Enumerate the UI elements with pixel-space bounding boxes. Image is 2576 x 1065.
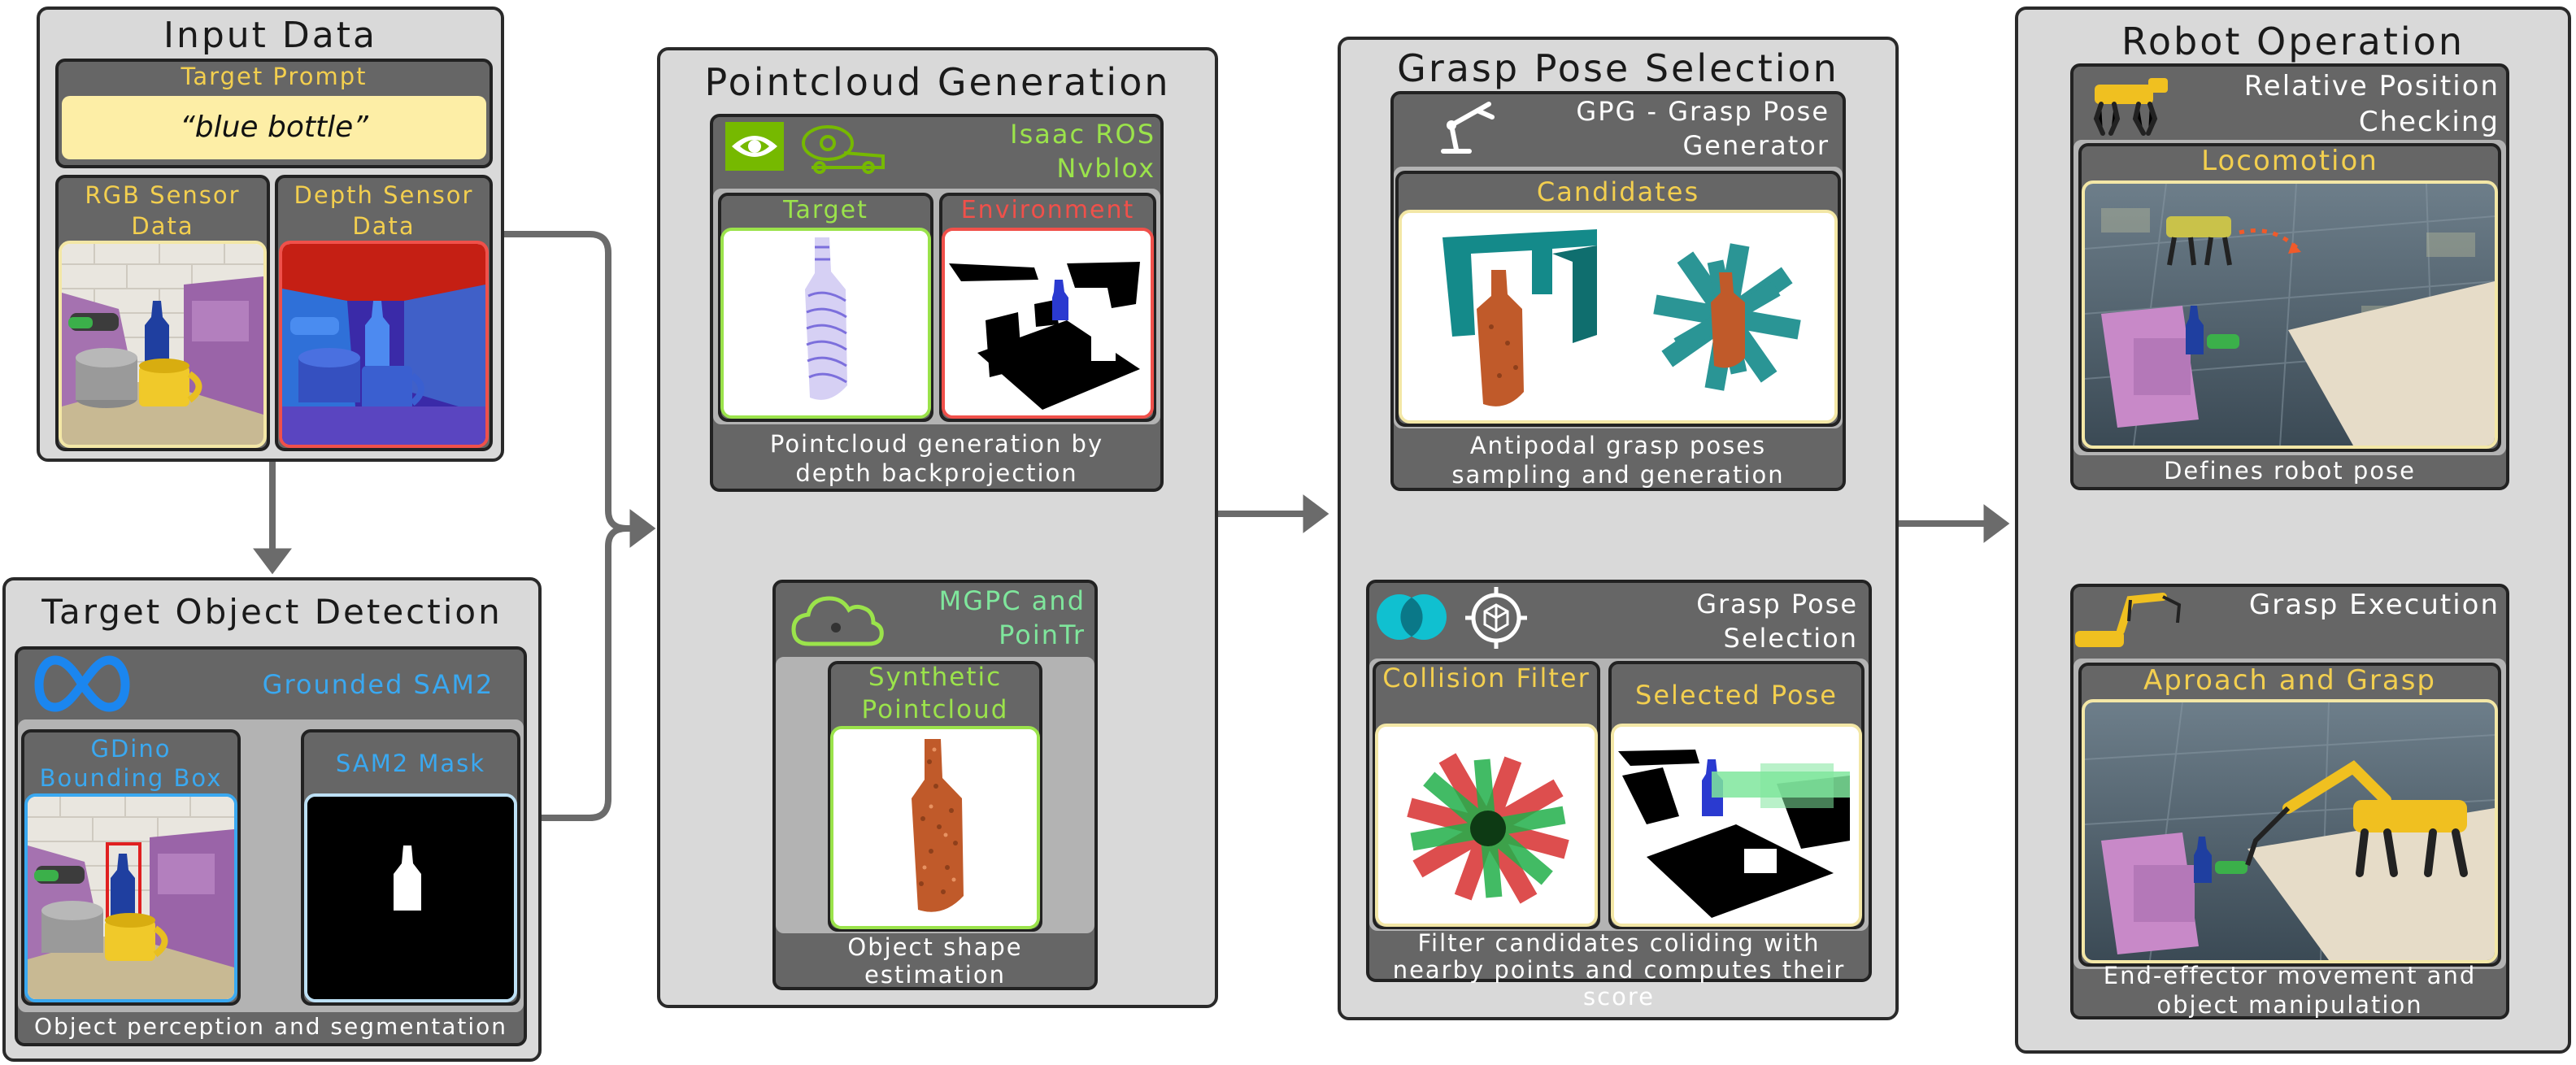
prompt-value: “blue bottle” [180, 111, 368, 144]
locomotion-image [2082, 180, 2498, 449]
detection-caption: Object perception and segmentation [33, 1013, 508, 1040]
environment-cloud-image [942, 228, 1154, 419]
selection-caption: Filter candidates coliding with nearby p… [1392, 929, 1846, 1011]
gdino-image [24, 793, 237, 1002]
grounded-sam2-label: Grounded SAM2 [262, 669, 494, 700]
rgb-sensor-label: RGB Sensor Data [85, 181, 241, 240]
synthetic-cloud-image [830, 726, 1040, 929]
pointcloud-caption: Pointcloud generation by depth backproje… [769, 430, 1104, 487]
selected-pose-image [1611, 724, 1862, 927]
completion-tool-label: MGPC and PoinTr [938, 585, 1086, 650]
robot-arm-icon [1427, 96, 1500, 158]
selected-pose-label: Selected Pose [1635, 680, 1838, 711]
nvidia-logo-icon [724, 119, 785, 174]
completion-caption: Object shape estimation [847, 933, 1023, 989]
gdino-label: GDino Bounding Box [39, 735, 223, 792]
approach-image [2082, 699, 2498, 963]
locomotion-caption: Defines robot pose [2164, 457, 2416, 485]
target-cloud-label: Target [783, 196, 868, 224]
isaac-nvblox-label: Isaac ROS Nvblox [1010, 119, 1155, 184]
arrow-detection-to-pointcloud [541, 525, 628, 821]
pointcloud-title: Pointcloud Generation [704, 60, 1171, 104]
sam2-mask-label: SAM2 Mask [335, 750, 486, 777]
depth-sensor-label: Depth Sensor Data [294, 181, 474, 240]
sam2-mask-image [304, 793, 517, 1002]
gpg-label: GPG - Grasp Pose Generator [1576, 96, 1830, 161]
environment-cloud-label: Environment [960, 196, 1135, 224]
relative-position-label: Relative Position Checking [2243, 70, 2500, 138]
robot-title: Robot Operation [2121, 20, 2465, 63]
robot-dog-icon [2078, 67, 2176, 138]
meta-logo-icon [34, 652, 130, 715]
robot-arm-yellow-icon [2072, 589, 2194, 652]
depth-image [279, 241, 489, 448]
execution-caption: End-effector movement and object manipul… [2103, 962, 2477, 1019]
grasp-title: Grasp Pose Selection [1397, 46, 1839, 90]
venn-icon [1373, 590, 1452, 644]
candidates-label: Candidates [1536, 176, 1700, 207]
collision-image [1375, 724, 1598, 927]
approach-label: Aproach and Grasp [2143, 664, 2436, 697]
arrow-input-to-pointcloud [504, 231, 656, 548]
candidates-image [1399, 210, 1838, 424]
collision-label: Collision Filter [1382, 663, 1590, 693]
candidates-caption: Antipodal grasp poses sampling and gener… [1451, 432, 1785, 489]
grasp-execution-label: Grasp Execution [2248, 589, 2500, 621]
cloud-icon [789, 587, 886, 654]
synthetic-cloud-label: Synthetic Pointcloud [861, 663, 1009, 724]
prompt-field: “blue bottle” [62, 96, 486, 159]
detection-title: Target Object Detection [41, 592, 503, 632]
locomotion-label: Locomotion [2201, 145, 2378, 177]
target-cloud-image [720, 228, 931, 419]
ros-robot-icon [795, 120, 889, 174]
target-cube-icon [1464, 585, 1529, 650]
rgb-image [59, 241, 267, 448]
input-data-title: Input Data [163, 15, 377, 56]
target-prompt-label: Target Prompt [181, 63, 368, 90]
target-prompt-box: Target Prompt “blue bottle” [55, 59, 493, 168]
selection-label: Grasp Pose Selection [1696, 589, 1858, 654]
